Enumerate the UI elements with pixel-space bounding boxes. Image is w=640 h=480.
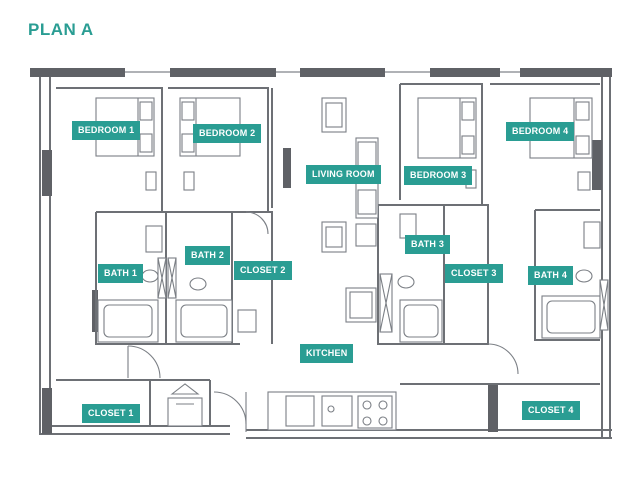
- bath-2-label: BATH 2: [185, 246, 231, 265]
- closet-2-label: CLOSET 2: [234, 261, 292, 280]
- bath-2-fixtures: [167, 257, 257, 343]
- kitchen-fixtures: [267, 391, 397, 431]
- kitchen-label: KITCHEN: [300, 344, 354, 363]
- interior-walls: [56, 83, 600, 426]
- bath-3-fixtures: [379, 213, 443, 343]
- closet-3-label: CLOSET 3: [445, 264, 503, 283]
- bedroom-2-furniture: [179, 97, 241, 191]
- closet-4-label: CLOSET 4: [522, 401, 580, 420]
- closet-1-area: [167, 383, 203, 427]
- outer-walls: [39, 77, 612, 439]
- bedroom-1-furniture: [95, 97, 157, 191]
- living-room-label: LIVING ROOM: [306, 165, 381, 184]
- bedroom-3-label: BEDROOM 3: [404, 166, 473, 185]
- living-room-furniture: [321, 97, 379, 323]
- closet-1-label: CLOSET 1: [82, 404, 140, 423]
- bath-1-label: BATH 1: [98, 264, 144, 283]
- bath-3-label: BATH 3: [405, 235, 451, 254]
- top-wall: [30, 68, 612, 77]
- plan-title: PLAN A: [28, 20, 94, 39]
- bath-4-fixtures: [541, 221, 609, 339]
- bedroom-4-label: BEDROOM 4: [506, 122, 575, 141]
- bedroom-2-label: BEDROOM 2: [193, 124, 262, 143]
- bedroom-1-label: BEDROOM 1: [72, 121, 141, 140]
- doors: [127, 211, 519, 432]
- bath-1-fixtures: [97, 225, 167, 343]
- bedroom-4-furniture: [529, 97, 593, 191]
- bath-4-label: BATH 4: [528, 266, 574, 285]
